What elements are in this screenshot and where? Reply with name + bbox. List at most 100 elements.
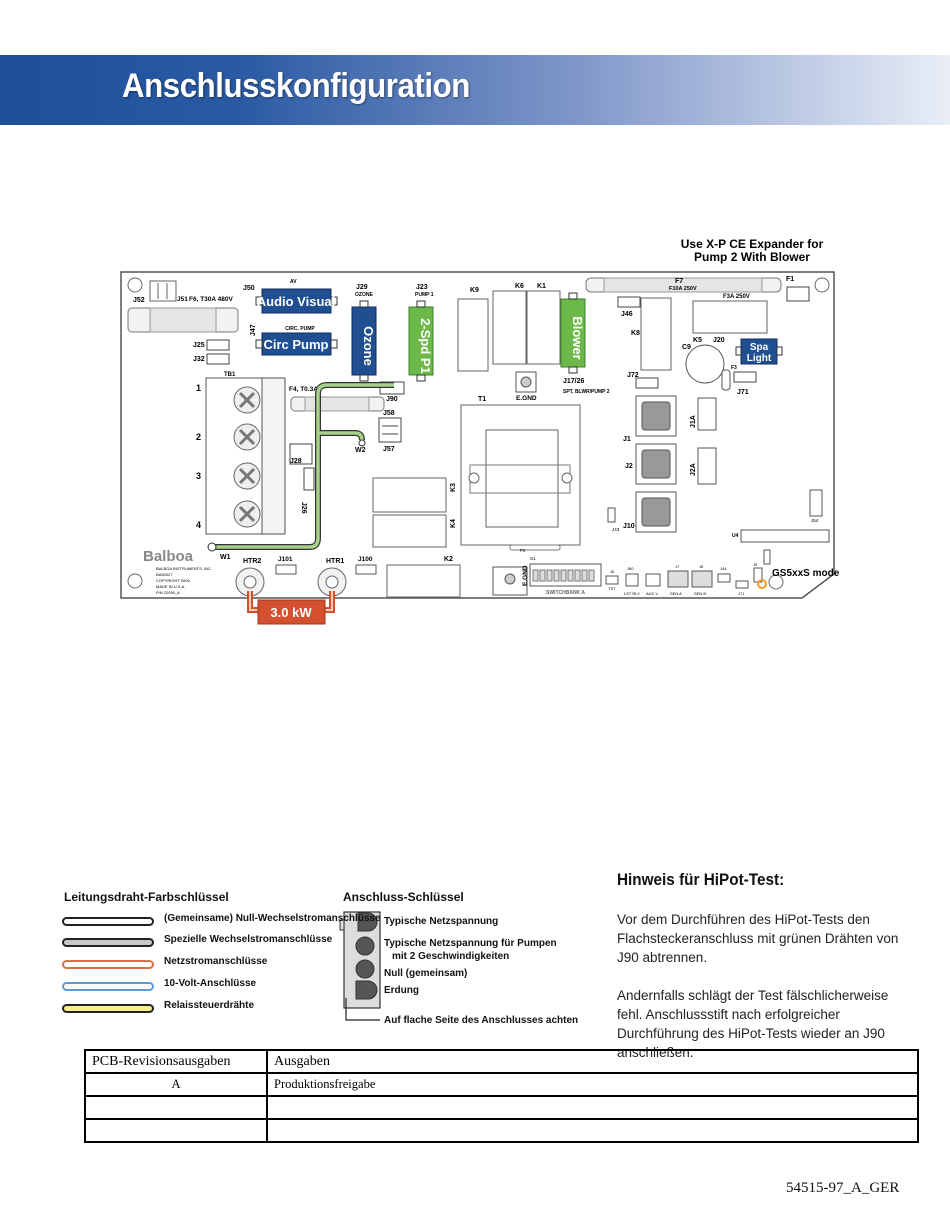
revision-column-header: PCB-Revisionsausgaben xyxy=(84,1049,268,1074)
issue-cell: Produktionsfreigabe xyxy=(266,1072,919,1097)
j100-connector xyxy=(355,564,377,575)
audio-visual-label: Audio Visual xyxy=(257,294,336,309)
j58-connector xyxy=(378,417,402,443)
j60-connector xyxy=(625,573,639,587)
capacitor-c9 xyxy=(685,344,725,384)
j1a-label: J1A xyxy=(690,415,697,428)
j26-label: J26 xyxy=(300,502,307,514)
f1-connector xyxy=(786,286,810,302)
j1-label: J1 xyxy=(623,436,631,443)
j2-label: J2 xyxy=(625,463,633,470)
copyright-text: COPYRIGHT 2006 xyxy=(156,578,190,583)
u4-chip xyxy=(740,529,830,543)
wire-key-label: 10-Volt-Anschlüsse xyxy=(164,978,257,989)
wire-key-label: (Gemeinsame) Null-Wechselstromanschlüsse xyxy=(164,913,381,924)
f3-fuseholder xyxy=(692,300,768,334)
wire-color-key-title: Leitungsdraht-Farbschlüssel xyxy=(64,890,229,904)
htr1-label: HTR1 xyxy=(326,558,344,565)
revision-cell: A xyxy=(84,1072,268,1097)
w2-label: W2 xyxy=(355,447,366,454)
j44-connector xyxy=(717,573,731,583)
gs5-jumper xyxy=(757,579,767,589)
wire-swatch-special xyxy=(62,938,154,947)
k8-label: K8 xyxy=(631,330,640,337)
j71b-connector xyxy=(735,580,749,589)
k9-label: K9 xyxy=(470,287,479,294)
j44-label: J44 xyxy=(720,566,727,571)
part-text: BA50027 xyxy=(156,572,173,577)
audio-visual-block xyxy=(261,288,332,314)
j2a-connector xyxy=(697,447,717,485)
f7-label: F7 xyxy=(675,278,683,285)
j46-label: J46 xyxy=(621,311,633,318)
j57-label: J57 xyxy=(383,446,395,453)
connector-key-pump-speeds: mit 2 Geschwindigkeiten xyxy=(392,951,510,962)
k3-label: K3 xyxy=(450,483,457,492)
k2-label: K2 xyxy=(444,556,453,563)
k1-label: K1 xyxy=(537,283,546,290)
f10a-label: F10A 250V xyxy=(669,286,697,292)
mount-hole xyxy=(768,574,784,590)
j54-connector xyxy=(809,489,823,517)
pump1-small-label: PUMP 1 xyxy=(415,292,434,298)
j52-label: J52 xyxy=(133,297,145,304)
switchbank-label: SWITCHBANK A xyxy=(546,590,585,596)
j26-connector xyxy=(303,467,315,491)
t1-label: T1 xyxy=(478,396,486,403)
j71-connector xyxy=(733,371,757,383)
connector-key-ground: Erdung xyxy=(384,985,419,996)
j32-label: J32 xyxy=(193,356,205,363)
j7-label: J7 xyxy=(675,564,680,569)
j72-connector xyxy=(635,377,659,389)
f2-fuse xyxy=(509,544,561,551)
f3a-label: F3A 250V xyxy=(723,294,750,300)
k5-label: K5 xyxy=(693,337,702,344)
made-in-text: MADE IN U.S.A. xyxy=(156,584,185,589)
connector-key-line-voltage: Typische Netzspannung xyxy=(384,916,499,927)
sen-a-label: SEN A xyxy=(670,591,682,596)
k4-label: K4 xyxy=(450,519,457,528)
lst-rly-label: LST RLY xyxy=(624,591,640,596)
relay-k3 xyxy=(372,477,447,513)
j2a-label: J2A xyxy=(690,463,697,476)
w1-label: W1 xyxy=(220,554,231,561)
f1-label: F1 xyxy=(786,276,794,283)
relay-k8 xyxy=(640,297,672,371)
document-number: 54515-97_A_GER xyxy=(786,1180,900,1196)
j101-connector xyxy=(275,564,297,575)
sen-b-label: SEN B xyxy=(694,591,706,596)
hipot-title: Hinweis für HiPot-Test: xyxy=(617,870,785,889)
j9-label: J9 xyxy=(753,562,758,567)
j100-label: J100 xyxy=(358,556,373,563)
j60-label: J60 xyxy=(627,566,634,571)
mount-hole xyxy=(814,277,830,293)
j20-label: J20 xyxy=(713,337,725,344)
j1a-connector xyxy=(697,397,717,431)
circ-pump-label: Circ Pump xyxy=(263,337,328,352)
j43-connector xyxy=(607,507,616,523)
j58-label: J58 xyxy=(383,410,395,417)
hipot-paragraph-1: Vor dem Durchführen des HiPot-Tests den … xyxy=(617,912,899,965)
pump1-label: 2-Spd P1 xyxy=(418,318,433,374)
f4-label: F4, T0.3A xyxy=(289,386,318,393)
j6-label: J6 xyxy=(610,569,615,574)
f6-label: F6, T30A 480V xyxy=(189,296,234,303)
terminal-1-label: 1 xyxy=(196,383,201,393)
issues-column-header: Ausgaben xyxy=(266,1049,919,1074)
j101-label: J101 xyxy=(278,556,293,563)
spt-label: SPT, BLWR/PUMP 2 xyxy=(563,389,610,395)
j90-label: J90 xyxy=(386,396,398,403)
wire-swatch-neutral xyxy=(62,917,154,926)
spa-light-label-2: Light xyxy=(747,353,772,364)
pn-text: P/N 22095_A xyxy=(156,590,180,595)
spa-light-block xyxy=(740,338,778,365)
wire-key-label: Spezielle Wechselstromanschlüsse xyxy=(164,934,333,945)
issue-cell xyxy=(266,1118,919,1143)
j50-label: J50 xyxy=(243,285,255,292)
issue-cell xyxy=(266,1095,919,1120)
j71-label: J71 xyxy=(737,389,749,396)
f3-fuse xyxy=(721,369,731,391)
j29-label: J29 xyxy=(356,284,368,291)
j47-label: J47 xyxy=(250,324,257,336)
wire-swatch-10v xyxy=(62,982,154,991)
